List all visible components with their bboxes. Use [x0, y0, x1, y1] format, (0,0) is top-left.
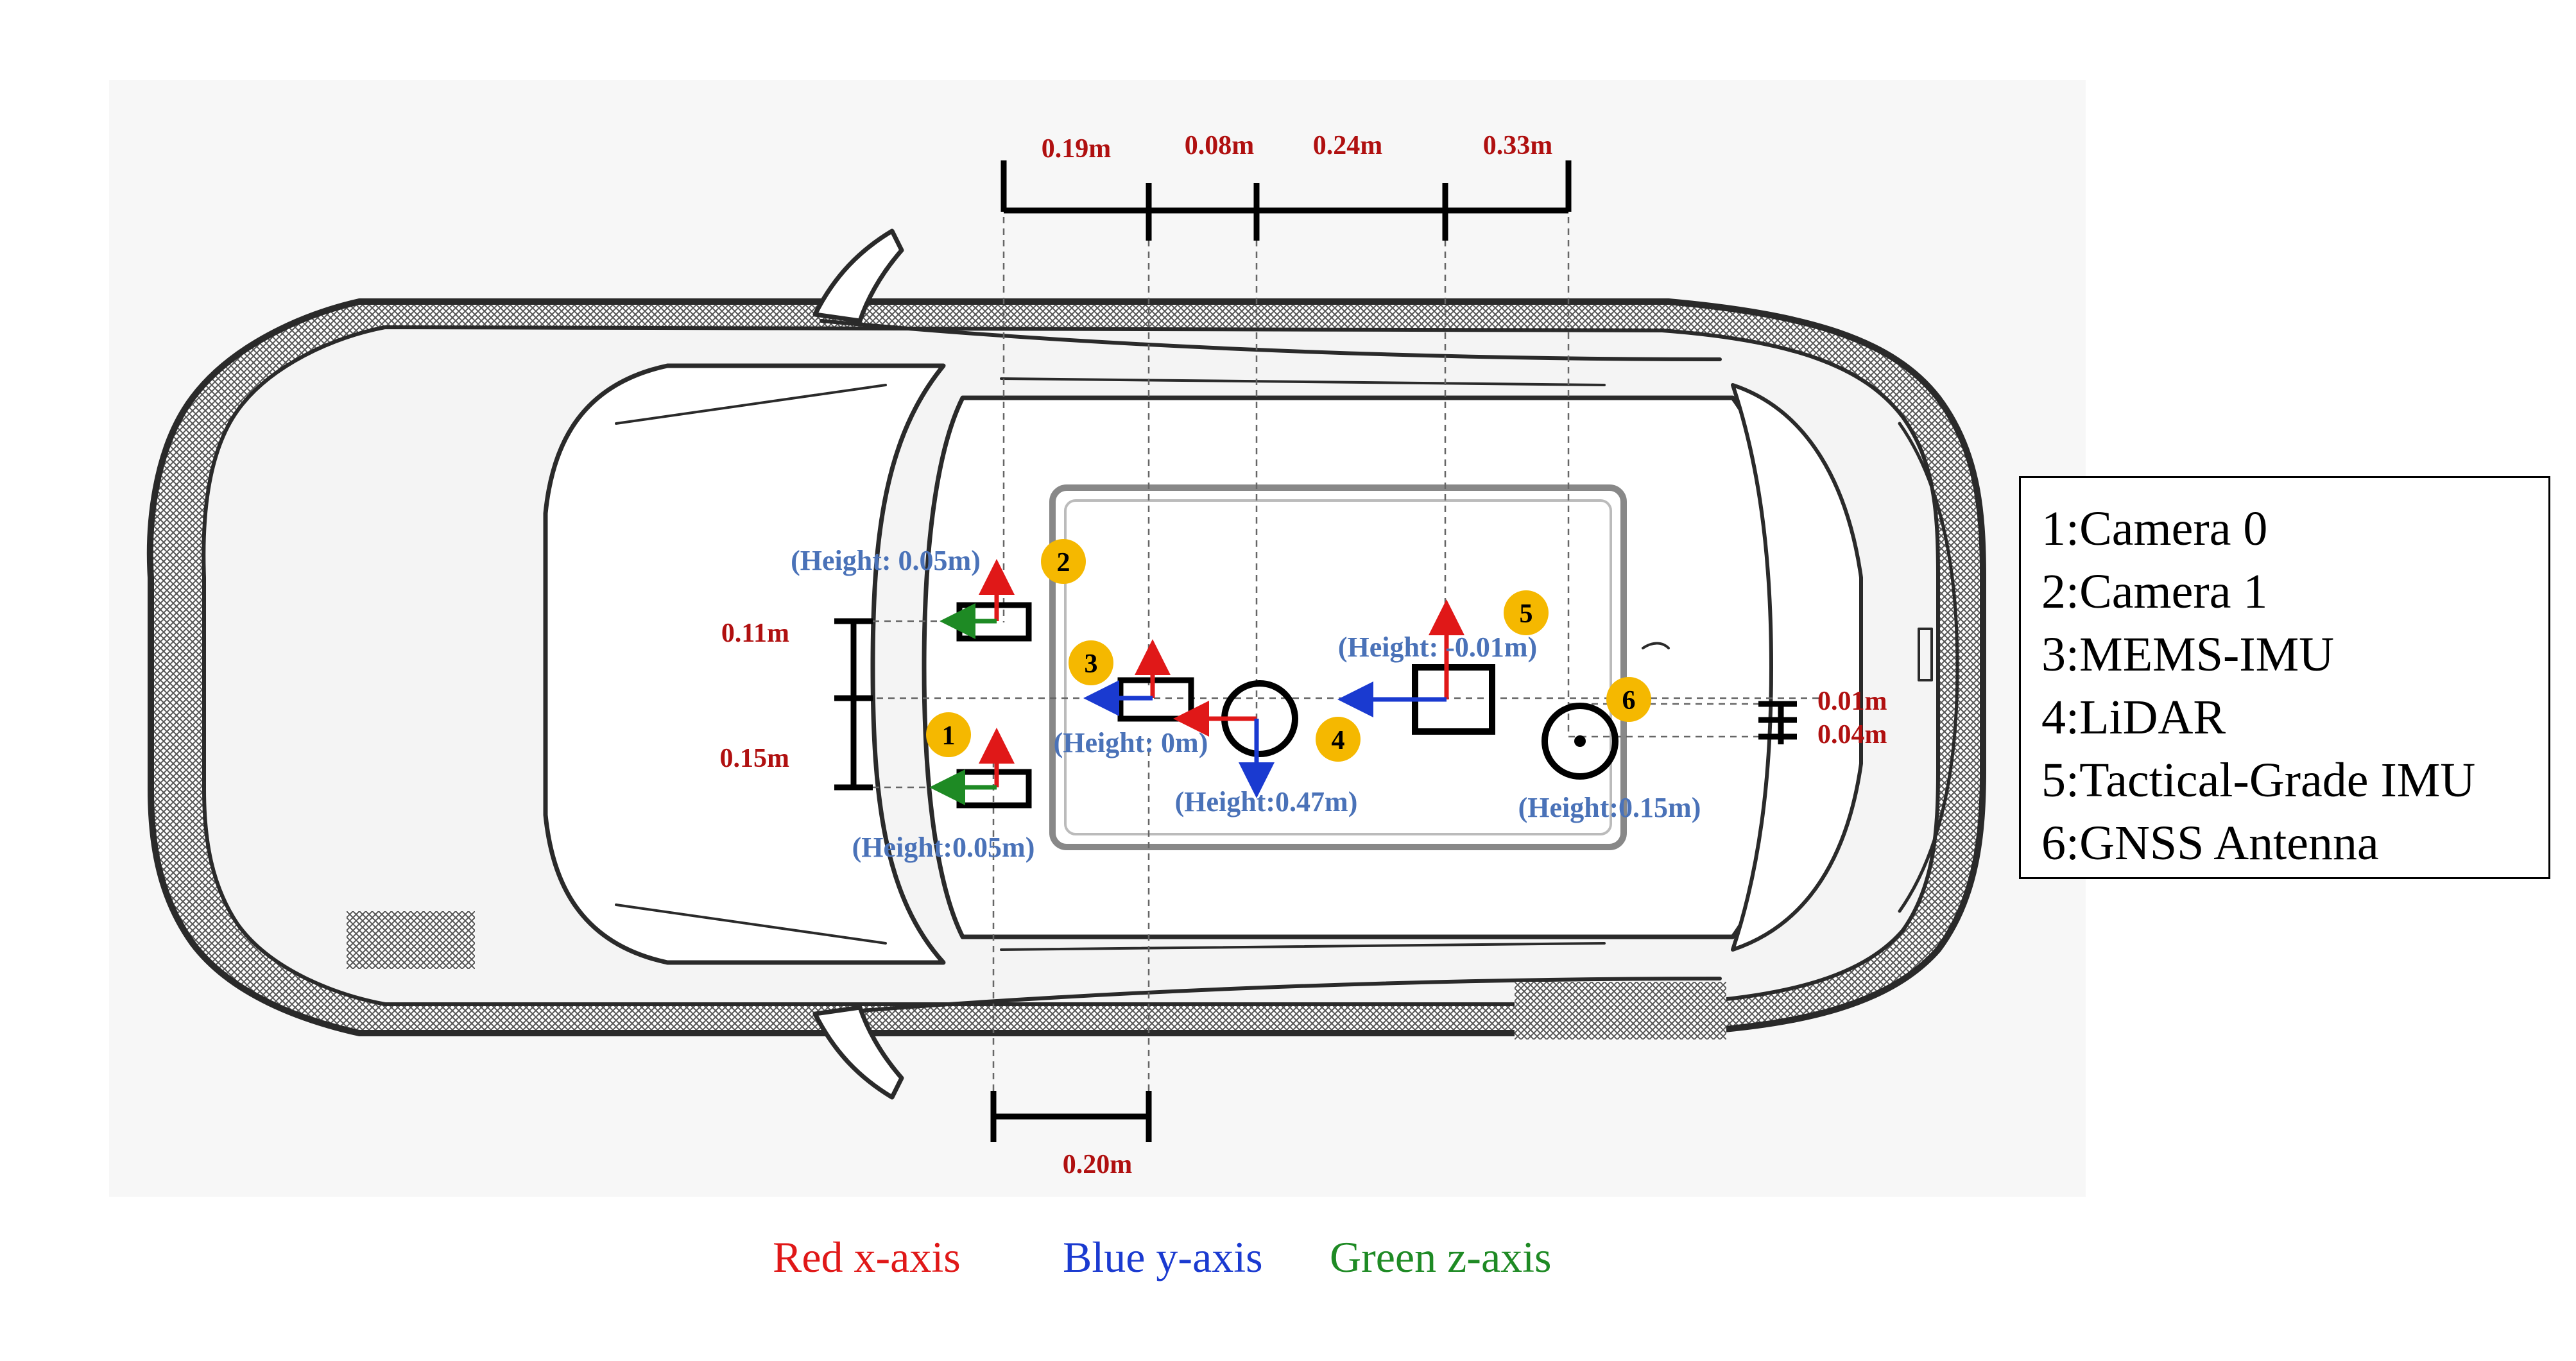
left-mirror: [812, 228, 904, 323]
height-label-camera-1: (Height: 0.05m): [791, 545, 981, 576]
axis-color-legend: Red x-axis Blue y-axis Green z-axis: [0, 1232, 2576, 1303]
height-label-lidar: (Height:0.47m): [1175, 786, 1358, 817]
right-mirror: [812, 1005, 904, 1100]
sensors: [929, 559, 1619, 809]
badge-6-number: 6: [1622, 686, 1636, 715]
legend-item-gnss-antenna: 6:GNSS Antenna: [2041, 816, 2379, 870]
dim-top-1: 0.19m: [1042, 134, 1112, 164]
x-axis-legend: Red x-axis: [773, 1233, 961, 1281]
badge-6-circle: [1606, 677, 1651, 722]
dim-right-upper: 0.01m: [1817, 687, 1887, 716]
z-axis-legend: Green z-axis: [1330, 1233, 1552, 1281]
reference-lines: [854, 205, 1823, 1097]
badge-2-circle: [1041, 539, 1086, 584]
height-label-camera-0: (Height:0.05m): [852, 832, 1035, 863]
legend-item-mems-imu: 3:MEMS-IMU: [2041, 628, 2335, 681]
badge-2-number: 2: [1057, 548, 1070, 578]
badges: 1 2 3 4 5 6: [926, 539, 1651, 762]
legend-item-lidar: 4:LiDAR: [2041, 690, 2226, 744]
sensor-gnss-antenna: [1541, 703, 1619, 780]
gnss-antenna-center-dot: [1574, 735, 1586, 747]
rear-window: [543, 363, 946, 965]
sunroof: [1049, 484, 1627, 850]
car-top-view: [146, 228, 1986, 1100]
windshield: [1731, 383, 1863, 952]
height-label-gnss-antenna: (Height:0.15m): [1518, 792, 1701, 823]
height-label-mems-imu: (Height: 0m): [1054, 727, 1208, 758]
sensor-legend: 1:Camera 0 2:Camera 1 3:MEMS-IMU 4:LiDAR…: [2019, 476, 2550, 879]
legend-item-camera-0: 1:Camera 0: [2041, 502, 2268, 556]
dim-top-2: 0.08m: [1185, 131, 1255, 160]
dim-left-upper: 0.11m: [721, 619, 789, 648]
dim-top-3: 0.24m: [1313, 131, 1383, 160]
dimension-labels: 0.19m 0.08m 0.24m 0.33m 0.11m 0.15m 0.01…: [720, 131, 1887, 1179]
dim-left-lower: 0.15m: [720, 744, 790, 773]
badge-5-number: 5: [1520, 599, 1533, 629]
y-axis-legend: Blue y-axis: [1063, 1233, 1263, 1281]
dim-bottom: 0.20m: [1063, 1150, 1133, 1179]
badge-4-number: 4: [1332, 726, 1345, 755]
dim-right-lower: 0.04m: [1817, 720, 1887, 749]
height-labels: (Height:0.05m) (Height: 0.05m) (Height: …: [791, 545, 1701, 863]
dimension-bars: [834, 160, 1797, 1142]
badge-1-circle: [926, 712, 971, 757]
badge-5-circle: [1504, 590, 1549, 635]
badge-3-number: 3: [1085, 649, 1098, 679]
legend-item-tactical-imu: 5:Tactical-Grade IMU: [2041, 753, 2476, 807]
badge-4-circle: [1316, 717, 1361, 762]
badge-3-circle: [1069, 640, 1113, 685]
legend-item-camera-1: 2:Camera 1: [2041, 565, 2268, 619]
badge-1-number: 1: [942, 721, 956, 751]
dim-top-4: 0.33m: [1483, 131, 1553, 160]
height-label-tactical-imu: (Height: -0.01m): [1338, 631, 1537, 663]
